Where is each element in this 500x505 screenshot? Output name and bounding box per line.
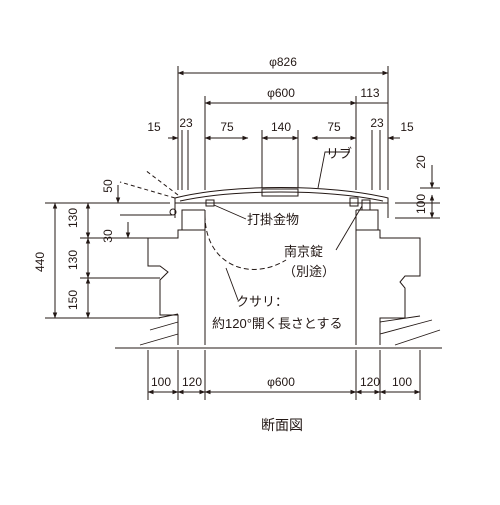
drawing-title: 断面図 xyxy=(261,417,303,433)
bottom-dimensions xyxy=(147,350,421,400)
rib-leader xyxy=(317,151,350,189)
hook-right-icon xyxy=(349,197,359,207)
ground-hatch xyxy=(139,313,441,346)
top-dimensions xyxy=(168,66,400,190)
dim-left-3: 75 xyxy=(220,120,234,134)
dim-left-1: 15 xyxy=(147,120,161,134)
dim-upper: 130 xyxy=(66,208,80,228)
left-dimensions xyxy=(45,185,172,319)
lock-leader xyxy=(335,205,363,251)
hook-left-icon xyxy=(205,199,215,207)
callout-rib: リブ xyxy=(326,146,352,161)
lid-rib-line xyxy=(179,191,384,202)
dim-rib-height: 20 xyxy=(414,155,428,169)
dim-lid-offset: 30 xyxy=(101,229,115,243)
callout-leaders xyxy=(213,151,363,301)
callout-chain: クサリ： xyxy=(236,294,288,309)
callout-chain-note: 約120°開く長さとする xyxy=(212,316,343,331)
chain-path xyxy=(204,214,287,270)
dim-total-height: 440 xyxy=(33,252,47,272)
hinge-icon xyxy=(169,208,177,216)
dim-lower: 150 xyxy=(66,290,80,310)
left-frame-angle xyxy=(181,209,205,230)
dim-center: 140 xyxy=(271,120,291,134)
dim-bottom-right-outer: 100 xyxy=(392,375,412,389)
callout-lock: 南京錠 xyxy=(284,244,323,259)
chain-leader xyxy=(225,267,239,301)
concrete-structure xyxy=(115,209,442,349)
dim-opening-top: φ600 xyxy=(267,86,295,100)
dim-lid-lift: 50 xyxy=(101,179,115,193)
dim-bottom-left-wall: 120 xyxy=(182,375,202,389)
dim-overall: φ826 xyxy=(269,55,297,69)
lid-plate xyxy=(174,187,389,204)
dim-right-2: 23 xyxy=(370,116,384,130)
dim-frame-height: 100 xyxy=(414,194,428,214)
dim-right-1: 75 xyxy=(327,120,341,134)
hinge-hardware xyxy=(169,197,371,216)
dim-left-2: 23 xyxy=(179,116,193,130)
padlock-icon xyxy=(361,199,371,211)
dim-bottom-left-outer: 100 xyxy=(151,375,171,389)
dim-middle: 130 xyxy=(66,250,80,270)
dim-right-offset: 113 xyxy=(360,86,379,100)
dim-bottom-right-wall: 120 xyxy=(360,375,380,389)
hook-leader xyxy=(213,204,247,220)
callout-lock-note: （別途） xyxy=(283,264,335,279)
dim-right-3: 15 xyxy=(400,120,414,134)
right-wall xyxy=(355,229,421,345)
lid-handle xyxy=(261,188,299,197)
lid xyxy=(174,187,389,218)
lid-open-ghost xyxy=(119,169,179,199)
right-frame-angle xyxy=(356,209,379,230)
dim-bottom-opening: φ600 xyxy=(267,375,295,389)
callout-hook: 打掛金物 xyxy=(247,212,299,227)
right-dimensions xyxy=(395,165,440,219)
